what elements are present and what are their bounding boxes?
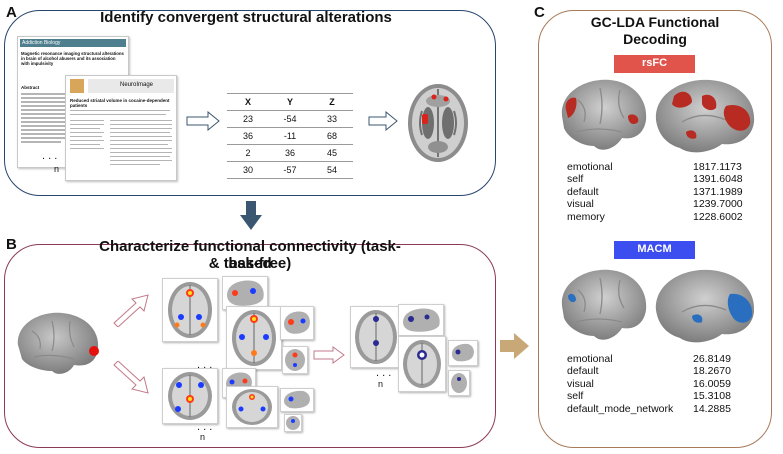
- table-row: 23 -54 33: [227, 110, 353, 128]
- rsfc-medial-brain: [655, 79, 755, 153]
- papers-ellipsis: . . .: [42, 150, 58, 162]
- panel-a-letter: A: [6, 4, 17, 21]
- panel-b-title-line1: Characterize functional connectivity (ta…: [99, 238, 401, 272]
- paper-front-section: Abstract: [21, 85, 40, 90]
- list-item: memory 1228.6002: [567, 210, 743, 223]
- list-item: emotional 1817.1173: [567, 161, 742, 173]
- rsfc-ellipsis: . . .: [197, 359, 213, 371]
- rsfc-axial-map-2: [226, 306, 282, 370]
- rsfc-sagittal-map-2: [280, 306, 314, 340]
- macm-lateral-brain: [561, 269, 647, 340]
- list-item: emotional 26.8149: [567, 353, 731, 365]
- panel-a-frame: [4, 10, 496, 196]
- arrow-papers-to-table: [186, 111, 220, 131]
- macm-axial-map-2: [226, 386, 278, 428]
- macm-medial-brain: [655, 269, 755, 343]
- table-row: 30 -57 54: [227, 161, 353, 179]
- coordinates-table: X Y Z 23 -54 33 36 -11 68 2 36 45 30 -57…: [227, 93, 353, 179]
- lateral-brain-seed: [17, 312, 99, 374]
- arrow-table-to-brain: [368, 111, 398, 131]
- macm-ellipsis: . . .: [197, 421, 213, 433]
- rsfc-term-list: emotional 1817.1173 self 1391.6048 defau…: [567, 161, 745, 223]
- rsfc-badge: rsFC: [614, 55, 695, 73]
- meta-axial-map-1: [350, 306, 402, 368]
- panel-a-title: Identify convergent structural alteratio…: [100, 9, 392, 26]
- macm-badge: MACM: [614, 241, 695, 259]
- arrow-maps-to-meta: [313, 346, 345, 364]
- rsfc-coronal-map: [282, 346, 308, 374]
- panel-b-letter: B: [6, 236, 17, 253]
- macm-sagittal-map-2: [280, 388, 314, 412]
- panel-c-letter: C: [534, 4, 545, 21]
- panel-b-title-line2: & task-free): [208, 255, 292, 272]
- macm-n-label: n: [200, 432, 206, 442]
- col-x: X: [227, 93, 269, 111]
- macm-axial-map-1: [162, 368, 218, 424]
- papers-n-label: n: [54, 164, 60, 174]
- list-item: default 1371.1989: [567, 185, 743, 198]
- paper-front-title: Magnetic resonance imaging structural al…: [21, 51, 124, 66]
- paper-back: NeuroImage Reduced striatal volume in co…: [65, 75, 177, 181]
- paper-back-title: Reduced striatal volume in cocaine-depen…: [70, 98, 170, 108]
- meta-sagittal-map-2: [448, 340, 478, 366]
- meta-coronal-map: [448, 370, 470, 396]
- rsfc-lateral-brain: [561, 79, 647, 150]
- panel-c-frame: [538, 10, 772, 448]
- col-z: Z: [311, 93, 353, 111]
- coordinates-table-header: X Y Z: [227, 93, 353, 111]
- paper-front-header: Addiction Biology: [20, 39, 126, 47]
- arrow-seed-to-rsfc: [113, 294, 149, 327]
- arrow-seed-to-macm: [113, 361, 149, 394]
- meta-axial-map-2: [398, 336, 446, 392]
- list-item: visual 16.0059: [567, 377, 731, 390]
- panel-c-title-line1: GC-LDA Functional: [590, 14, 720, 30]
- rsfc-axial-map-1: [162, 278, 218, 342]
- panel-b-frame: [4, 244, 496, 448]
- rsfc-sagittal-map-1: [222, 276, 268, 310]
- list-item: visual 1239.7000: [567, 198, 743, 211]
- table-row: 2 36 45: [227, 144, 353, 162]
- macm-coronal-map: [284, 414, 302, 432]
- meta-n-label: n: [378, 379, 384, 389]
- arrow-b-to-c: [500, 333, 529, 359]
- list-item: self 15.3108: [567, 390, 731, 403]
- meta-ellipsis: . . .: [376, 367, 392, 379]
- panel-c-title-line2: Decoding: [623, 31, 687, 47]
- col-y: Y: [269, 93, 311, 111]
- list-item: default_mode_network 14.2885: [567, 402, 731, 415]
- macm-term-list: emotional 26.8149 default 18.2670 visual…: [567, 353, 745, 415]
- table-row: 36 -11 68: [227, 127, 353, 145]
- paper-back-header: NeuroImage: [88, 79, 174, 93]
- down-arrow-a-to-b: [240, 201, 262, 230]
- paper-back-journal-logo: [70, 79, 84, 93]
- meta-sagittal-map-1: [398, 304, 444, 336]
- axial-brain-structural-map: [408, 84, 468, 162]
- list-item: default 18.2670: [567, 365, 731, 378]
- list-item: self 1391.6048: [567, 173, 743, 186]
